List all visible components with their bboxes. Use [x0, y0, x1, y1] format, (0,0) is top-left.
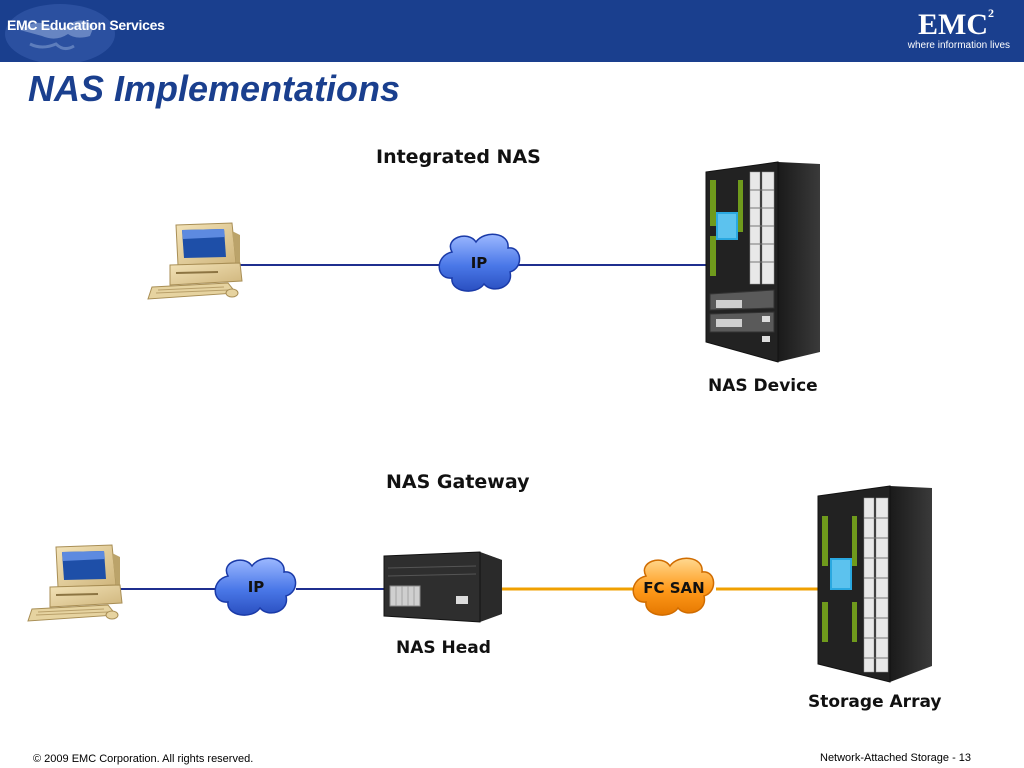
gateway-client-computer-icon — [27, 544, 123, 622]
fc-san-cloud-label: FC SAN — [643, 579, 704, 597]
header-bar: EMC Education Services EMC2 where inform… — [0, 0, 1024, 64]
gateway-ip-cloud — [214, 557, 297, 616]
nas-head-icon — [383, 551, 502, 623]
course-page-footer: Network-Attached Storage - 13 — [820, 752, 972, 764]
education-services-banner: EMC Education Services — [0, 0, 200, 64]
nas-head-label: NAS Head — [396, 638, 491, 658]
emc-logo-text: EMC — [918, 8, 988, 41]
education-services-label: EMC Education Services — [7, 17, 165, 33]
nas-device-label: NAS Device — [708, 376, 818, 396]
storage-array-label: Storage Array — [808, 692, 942, 712]
slide-title: NAS Implementations — [28, 68, 401, 109]
nas-gateway-title: NAS Gateway — [386, 471, 530, 493]
integrated-client-computer-icon — [147, 222, 243, 300]
emc-logo-superscript: 2 — [988, 6, 994, 20]
integrated-ip-cloud-label: IP — [471, 254, 488, 272]
nas-device-rack-icon — [705, 161, 820, 363]
integrated-ip-cloud — [438, 233, 521, 292]
gateway-ip-cloud-label: IP — [248, 578, 265, 596]
emc-logo: EMC2 — [918, 6, 994, 42]
copyright-footer: © 2009 EMC Corporation. All rights reser… — [33, 753, 254, 765]
fc-san-cloud — [632, 557, 715, 616]
integrated-nas-title: Integrated NAS — [376, 146, 541, 168]
storage-array-rack-icon — [817, 485, 932, 683]
globe-icon — [5, 4, 115, 64]
emc-tagline: where information lives — [907, 40, 1010, 51]
